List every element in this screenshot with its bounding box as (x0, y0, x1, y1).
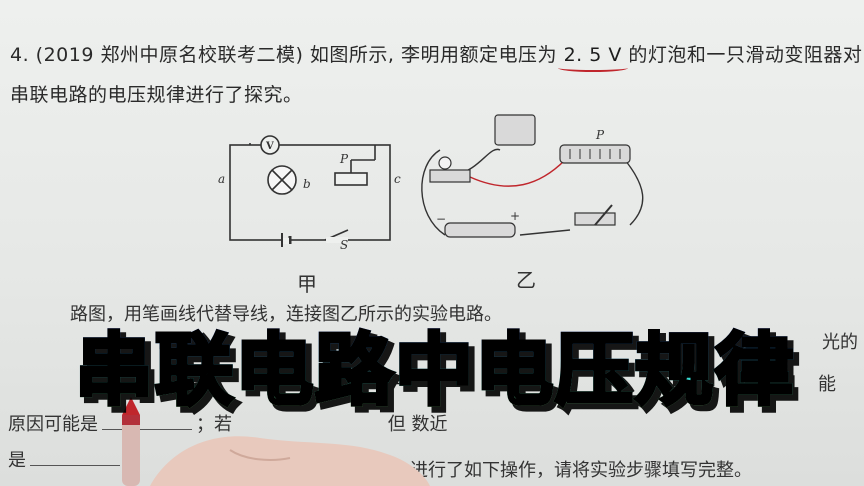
rated-voltage-text: 2. 5 V (563, 44, 622, 66)
light-tail-text: 光的 (822, 332, 858, 353)
neng-text: 能 (818, 374, 836, 395)
label-s: S (340, 238, 348, 252)
shi-text: 是 (8, 450, 26, 471)
hand-image (150, 436, 430, 486)
wire-bottom (519, 229, 571, 236)
rheostat-device (559, 144, 631, 164)
label-p-yi: P (595, 128, 605, 142)
minus-sign: − (436, 212, 446, 226)
banner-title: 串联电路中电压规律 (50, 308, 820, 420)
apparatus-drawing-yi: P − + (421, 114, 644, 238)
red-underline (557, 64, 628, 72)
label-b: b (303, 177, 311, 191)
label-p: P (339, 152, 349, 166)
plus-sign: + (510, 209, 520, 223)
circuit-loop (229, 144, 391, 241)
bulb (438, 156, 452, 170)
label-c: c (394, 172, 401, 186)
question-line-2: 串联电路的电压规律进行了探究。 (10, 84, 303, 106)
reason-suffix: 但 数近 (387, 414, 448, 435)
shi-line: 是 (8, 446, 124, 472)
switch-device (574, 212, 616, 226)
rheostat-symbol (334, 172, 368, 186)
pen-image (122, 397, 140, 486)
answer-blank (102, 429, 192, 430)
red-wire (469, 159, 566, 187)
caption-jia: 甲 (297, 272, 317, 296)
circuit-diagram-jia: a b c P S V (218, 135, 401, 252)
question-suffix: 的灯泡和一只滑动变阻器对 (628, 44, 863, 66)
step-text: 进行了如下操作，请将实验步骤填写完整。 (410, 460, 752, 481)
lamp-base (429, 169, 471, 183)
label-a: a (218, 172, 225, 186)
reason-line: 原因可能是 ；若 但 数近 (8, 410, 447, 436)
wire-right (624, 159, 644, 226)
question-line-1: 4. (2019 郑州中原名校联考二模) 如图所示, 李明用额定电压为 2. 5… (10, 40, 863, 72)
voltmeter-device (494, 114, 536, 146)
question-prefix: 4. (2019 郑州中原名校联考二模) 如图所示, 李明用额定电压为 (10, 44, 558, 66)
label-v: V (265, 141, 274, 152)
answer-blank-2 (30, 465, 120, 466)
banner-shadow: 串联电路中电压规律 (55, 313, 825, 425)
reason-prefix: 原因可能是 (8, 414, 98, 435)
wire-left (421, 149, 446, 236)
voltmeter-symbol (260, 135, 280, 155)
rated-voltage: 2. 5 V (557, 44, 628, 72)
battery-pack (444, 222, 516, 238)
caption-yi: 乙 (516, 268, 536, 292)
sub-question-text: 路图，用笔画线代替导线，连接图乙所示的实验电路。 (70, 300, 502, 326)
reason-mid: ；若 (196, 414, 232, 435)
